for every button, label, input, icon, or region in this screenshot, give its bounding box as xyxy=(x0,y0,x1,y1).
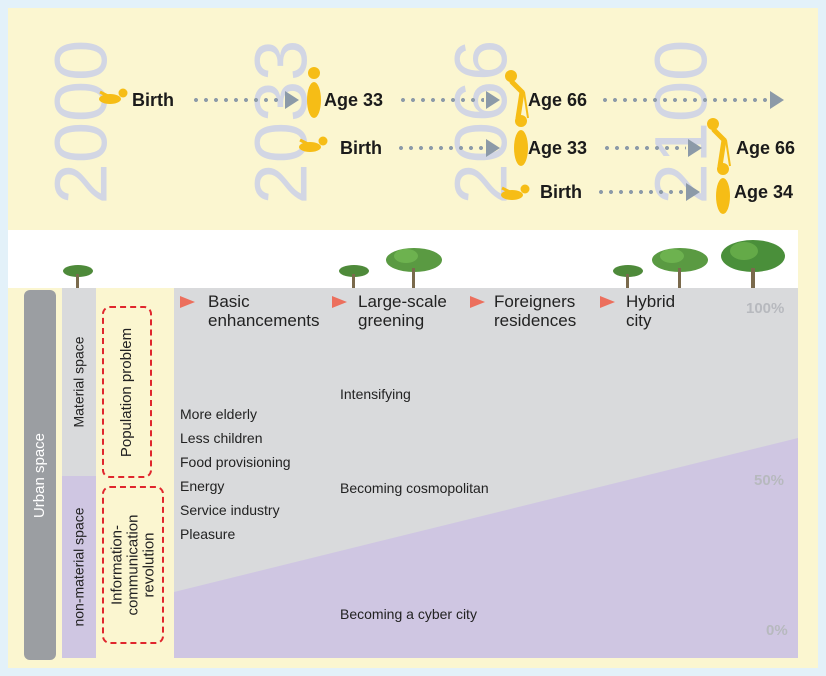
year-2000: 2000 xyxy=(39,39,122,205)
population-issues-list: More elderly Less children Food provisio… xyxy=(180,402,291,546)
tree-medium-icon xyxy=(652,248,708,288)
timeline-arrow xyxy=(602,138,702,158)
issue-item: Pleasure xyxy=(180,526,236,542)
trend-label: Intensifying xyxy=(340,386,411,402)
timeline-arrow xyxy=(600,90,784,110)
tree-large-icon xyxy=(721,240,785,288)
gen2-age33-label: Age 33 xyxy=(528,138,588,158)
percent-label-0: 0% xyxy=(766,622,788,639)
issue-item: Service industry xyxy=(180,502,280,518)
percent-label-100: 100% xyxy=(746,300,785,317)
non-material-space-label: non-material space xyxy=(71,507,87,627)
population-problem-box xyxy=(102,306,152,478)
gen1-age33-label: Age 33 xyxy=(324,90,384,110)
timeline-arrow xyxy=(398,90,500,110)
gen3-age34-label: Age 34 xyxy=(734,182,794,202)
tree-small-icon xyxy=(63,265,93,288)
non-material-space-column xyxy=(62,476,96,658)
gen3-birth-label: Birth xyxy=(540,182,582,202)
issue-item: Food provisioning xyxy=(180,454,291,470)
space-proportion-chart xyxy=(174,288,798,658)
timeline-arrow xyxy=(396,138,500,158)
issue-item: Energy xyxy=(180,478,225,494)
phase-label: Foreigners residences xyxy=(494,292,577,330)
non-material-space-area xyxy=(174,438,798,658)
phase-arrow-icon xyxy=(470,296,485,308)
baby-figure-icon xyxy=(501,184,530,200)
elderly-figure-icon xyxy=(505,70,529,120)
gen1-birth-label: Birth xyxy=(132,90,174,110)
trend-label: Becoming cosmopolitan xyxy=(340,480,489,496)
year-2033: 2033 xyxy=(239,39,322,205)
ict-revolution-box xyxy=(102,486,164,644)
phase-label: Hybrid city xyxy=(626,292,676,330)
adult-figure-icon xyxy=(716,163,730,214)
timeline-arrow xyxy=(191,90,299,110)
material-space-column xyxy=(62,288,96,476)
urban-space-label: Urban space xyxy=(31,432,49,518)
gen2-age66-label: Age 66 xyxy=(736,138,796,158)
gen2-birth-label: Birth xyxy=(340,138,382,158)
trend-label: Becoming a cyber city xyxy=(340,606,477,622)
elderly-figure-icon xyxy=(707,118,731,168)
tree-medium-icon xyxy=(386,248,442,288)
percent-label-50: 50% xyxy=(754,472,785,489)
issue-item: More elderly xyxy=(180,406,258,422)
urban-space-bar xyxy=(24,290,56,660)
issue-item: Less children xyxy=(180,430,263,446)
adult-figure-icon xyxy=(307,67,321,118)
population-problem-label: Population problem xyxy=(118,327,136,457)
diagram-panel: 2000 2033 2066 2100 Birth Age 33 Age 66 … xyxy=(8,8,818,668)
urban-space-chart: Urban space Material space non-material … xyxy=(8,230,818,668)
tree-small-icon xyxy=(339,265,369,288)
baby-figure-icon xyxy=(299,136,328,152)
gen1-age66-label: Age 66 xyxy=(528,90,588,110)
baby-figure-icon xyxy=(99,88,128,104)
phase-arrow-icon xyxy=(180,296,195,308)
phase-label: Basic enhancements xyxy=(208,292,320,330)
adult-figure-icon xyxy=(514,115,528,166)
trees-band xyxy=(8,230,798,288)
ict-revolution-label: Information- communication revolution xyxy=(108,514,158,616)
timeline-arrow xyxy=(596,182,700,202)
tree-small-icon xyxy=(613,265,643,288)
phase-arrow-icon xyxy=(332,296,347,308)
phase-arrow-icon xyxy=(600,296,615,308)
phase-label: Large-scale greening xyxy=(358,292,447,330)
material-space-label: Material space xyxy=(71,336,88,428)
